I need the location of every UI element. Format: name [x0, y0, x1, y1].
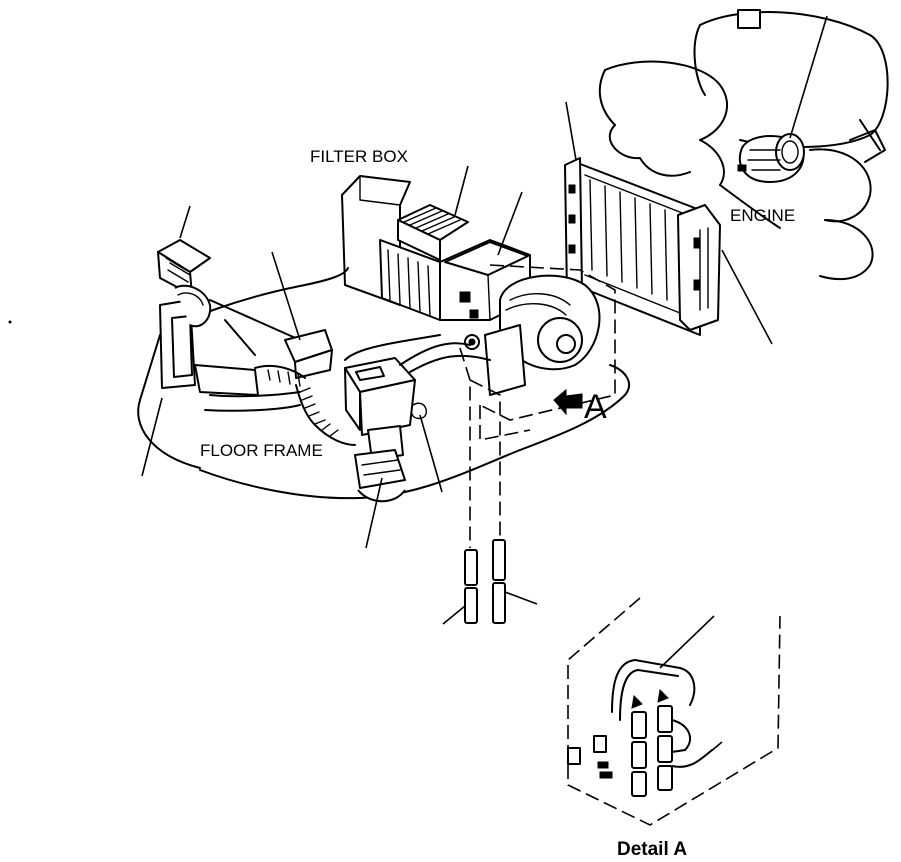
detail-a-clip	[567, 747, 581, 765]
leader-line-detail-connector	[709, 741, 723, 753]
view-a-label: A	[584, 388, 607, 426]
center-duct-assembly	[204, 329, 356, 446]
blower-cover-outline	[479, 264, 616, 421]
leader-line-tube-right	[504, 591, 538, 605]
detail-a-connectors	[631, 688, 713, 797]
leader-line-left-duct	[141, 397, 163, 477]
leader-line-ac-top	[454, 165, 469, 216]
stray-dot	[8, 320, 12, 324]
leader-line-engine-part	[789, 15, 828, 139]
view-a-arrow-icon	[553, 388, 583, 416]
leader-line-left-vent	[179, 205, 191, 239]
left-vent-assembly	[157, 239, 301, 396]
leader-line-ac-case	[497, 191, 523, 256]
leader-line-condenser	[565, 101, 577, 161]
leader-line-tube-left	[442, 605, 466, 625]
detail-a-view	[567, 597, 781, 826]
leader-line-center-duct	[271, 251, 301, 341]
refrigerant-hoses	[344, 334, 531, 548]
engine-label: ENGINE	[730, 206, 796, 225]
detail-a-caption: Detail A	[617, 839, 688, 860]
leader-line-floor-vent	[365, 477, 383, 549]
filter-box-label: FILTER BOX	[310, 147, 408, 166]
engine-compressor-part	[737, 133, 805, 183]
detail-a-bracket	[597, 761, 613, 779]
air-conditioner-unit	[379, 204, 601, 396]
floor-frame-label: FLOOR FRAME	[200, 441, 323, 460]
floor-vent-unit	[344, 357, 427, 503]
leader-line-receiver	[721, 249, 773, 345]
drain-tubes	[464, 539, 506, 624]
condenser-unit	[564, 157, 721, 336]
leader-line-connector	[419, 414, 443, 493]
leader-line-detail-pipe	[659, 615, 715, 669]
detail-a-grommet	[593, 735, 607, 753]
engine-outline	[598, 9, 889, 281]
